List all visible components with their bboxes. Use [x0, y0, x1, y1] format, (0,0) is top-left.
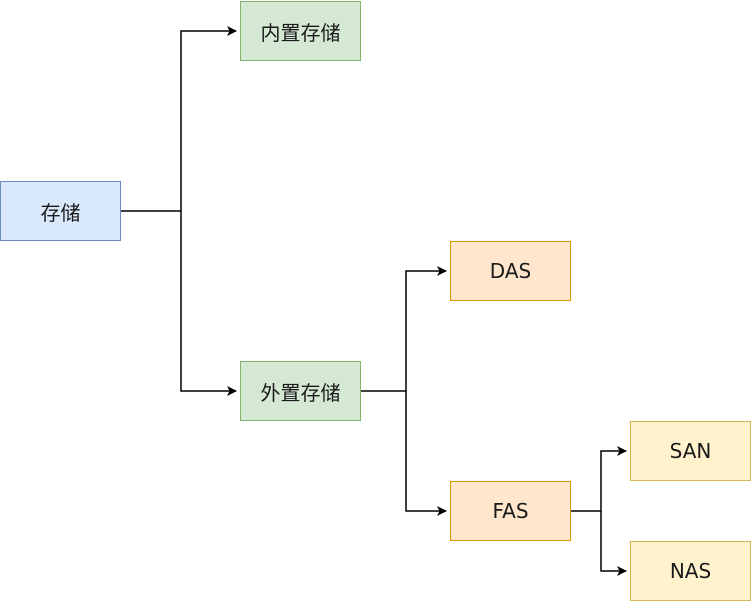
connector-fas-san — [571, 446, 627, 512]
node-san: SAN — [630, 421, 751, 481]
connector-fas-nas — [600, 511, 627, 576]
connector-root-internal — [121, 26, 237, 212]
node-das: DAS — [450, 241, 571, 301]
connector-root-external — [180, 211, 237, 396]
node-fas: FAS — [450, 481, 571, 541]
node-external-storage: 外置存储 — [240, 361, 361, 421]
node-root-storage: 存储 — [0, 181, 121, 241]
connector-external-fas — [405, 391, 447, 516]
node-nas: NAS — [630, 541, 751, 601]
node-internal-storage: 内置存储 — [240, 1, 361, 61]
connector-external-das — [361, 266, 447, 392]
